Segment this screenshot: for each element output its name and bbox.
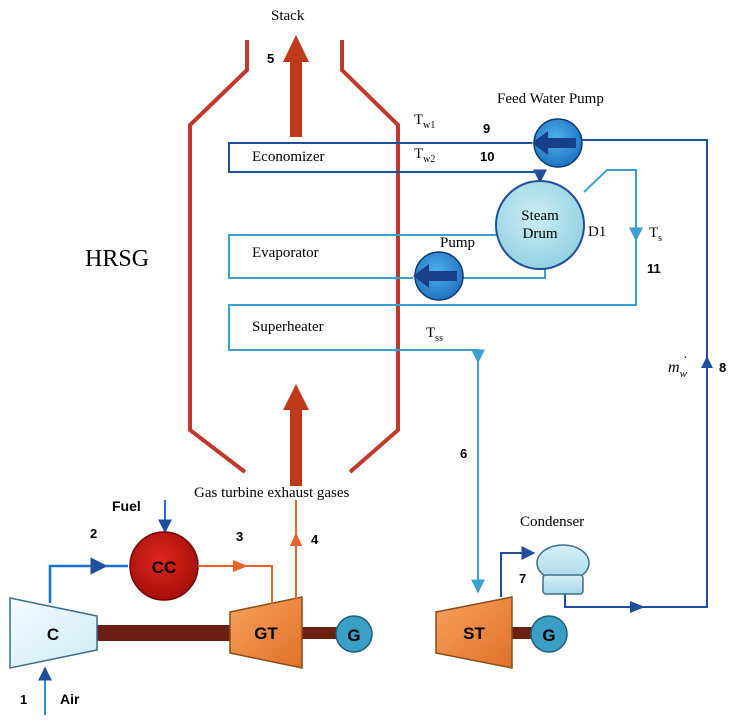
stack-arrow	[283, 35, 309, 137]
generator-2-label: G	[542, 626, 555, 645]
hrsg-right-wall	[340, 40, 400, 474]
pump-label: Pump	[440, 235, 475, 251]
state-6: 6	[460, 446, 467, 461]
drum-d1-label: D1	[588, 224, 606, 240]
condensate-arrow	[630, 601, 645, 613]
gt-shaft-2	[302, 627, 338, 639]
evaporator-pump	[413, 251, 464, 301]
superheater-label: Superheater	[252, 319, 324, 335]
steam-drum-label-line2: Drum	[523, 226, 558, 242]
compressor-label: C	[47, 625, 59, 644]
state-1: 1	[20, 692, 27, 707]
state-4: 4	[311, 532, 319, 547]
st-shaft	[512, 627, 536, 639]
mass-flow-symbol: mw	[668, 359, 688, 380]
state-7: 7	[519, 571, 526, 586]
condenser	[536, 544, 590, 595]
state-2: 2	[90, 526, 97, 541]
generator-2	[530, 615, 568, 653]
compressor	[9, 597, 98, 669]
state-10: 10	[480, 149, 494, 164]
state-8: 8	[719, 360, 726, 375]
condenser-lines	[500, 470, 708, 608]
hrsg-label: HRSG	[85, 246, 149, 272]
feed-water-pump-label: Feed Water Pump	[497, 91, 604, 107]
exhaust-arrow	[283, 384, 309, 486]
gas-turbine	[229, 596, 303, 669]
state-3: 3	[236, 529, 243, 544]
air-label: Air	[60, 691, 80, 707]
evaporator-label: Evaporator	[252, 245, 319, 261]
condenser-label: Condenser	[520, 514, 584, 530]
state-9: 9	[483, 121, 490, 136]
generator-1-label: G	[347, 626, 360, 645]
hrsg-left-wall	[188, 40, 249, 474]
steam-drum-label-line1: Steam	[521, 208, 559, 224]
steam-turbine	[435, 596, 513, 669]
tss-symbol: Tss	[426, 325, 443, 344]
ts-symbol: Ts	[649, 225, 662, 244]
stack-label: Stack	[271, 8, 305, 24]
feedwater-up-arrow	[701, 356, 713, 368]
hrsg-walls	[188, 40, 400, 474]
steam-turbine-label: ST	[463, 624, 485, 643]
mass-flow-dot: ·	[683, 351, 688, 366]
steam-drum	[495, 180, 585, 270]
cc-to-gt	[198, 565, 273, 604]
economizer-label: Economizer	[252, 149, 324, 165]
tw1-symbol: Tw1	[414, 112, 435, 131]
gas-turbine-label: GT	[254, 624, 278, 643]
superheater-loop	[228, 169, 643, 594]
generator-1	[335, 615, 373, 653]
air-to-cc	[48, 557, 108, 603]
exhaust-label: Gas turbine exhaust gases	[194, 485, 350, 501]
state-11: 11	[647, 261, 661, 276]
tw2-symbol: Tw2	[414, 146, 435, 165]
fuel-label: Fuel	[112, 498, 141, 514]
feed-water-pump	[532, 118, 583, 168]
state-5: 5	[267, 51, 274, 66]
gt-shaft-1	[97, 625, 232, 641]
cc-label: CC	[152, 558, 177, 577]
